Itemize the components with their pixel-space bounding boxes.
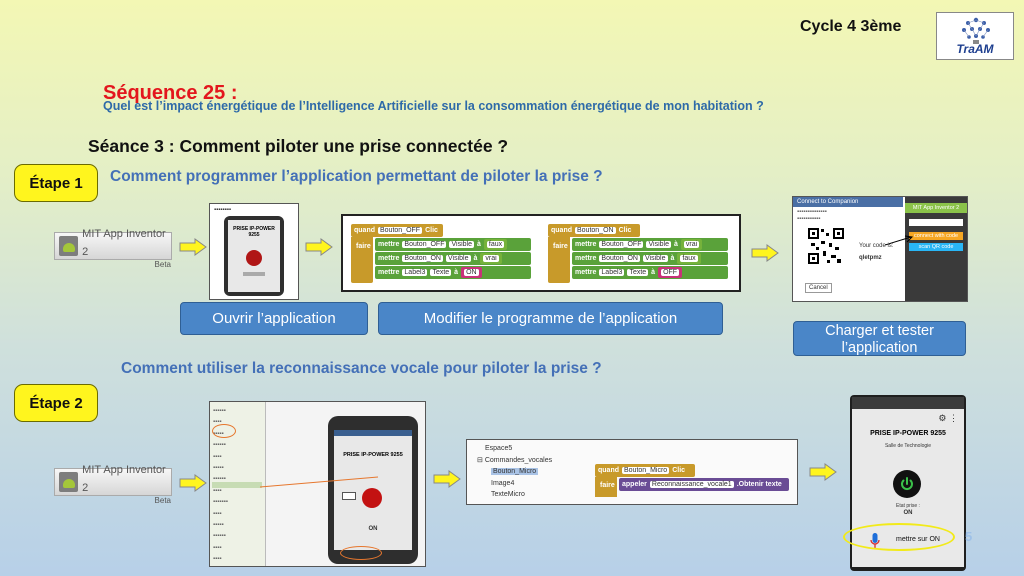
selected-component[interactable]: Bouton_Micro xyxy=(491,468,539,475)
settings-icon[interactable]: ⚙ ⋮ xyxy=(938,413,958,423)
highlight-ellipse xyxy=(843,523,955,551)
traam-logo: TraAM xyxy=(936,12,1014,60)
companion-phone: MIT App Inventor 2 connect with code sca… xyxy=(905,197,967,301)
components-and-blocks-panel[interactable]: Espace5 ⊟ Commandes_vocales Bouton_Micro… xyxy=(466,439,798,505)
lightbulb-network-icon xyxy=(962,17,990,44)
connect-with-code-button[interactable]: connect with code xyxy=(909,232,963,240)
step1-badge: Étape 1 xyxy=(14,164,98,202)
sequence-question: Quel est l’impact énergétique de l’Intel… xyxy=(103,99,764,113)
load-test-button[interactable]: Charger et tester l’application xyxy=(793,321,966,356)
app-screenshot-open[interactable]: ▪▪▪▪▪▪▪▪ PRISE IP-POWER 9255 xyxy=(209,203,299,300)
designer-screenshot[interactable]: ▪▪▪▪▪▪▪▪▪▪▪▪▪▪▪▪▪▪▪▪▪▪▪▪▪▪▪▪▪▪▪▪▪▪▪▪▪▪▪▪… xyxy=(209,401,426,567)
arrow-right-icon xyxy=(433,470,461,488)
arrow-right-icon xyxy=(751,244,779,262)
event-dropdown[interactable]: Bouton_ON xyxy=(575,227,616,234)
android-icon xyxy=(59,472,79,492)
sequence-title: Séquence 25 : xyxy=(103,82,238,104)
modify-program-button[interactable]: Modifier le programme de l’application xyxy=(378,302,723,335)
mit-label: MIT App Inventor 2 xyxy=(82,463,166,494)
companion-connect-panel[interactable]: Connect to Companion ▪▪▪▪▪▪▪▪▪▪▪▪▪▪▪▪▪▪▪… xyxy=(792,196,968,302)
component-tree: Espace5 ⊟ Commandes_vocales Bouton_Micro… xyxy=(477,445,553,498)
arrow-right-icon xyxy=(305,238,333,256)
open-app-button[interactable]: Ouvrir l’application xyxy=(180,302,368,335)
code-input[interactable] xyxy=(909,219,963,226)
power-button-icon[interactable] xyxy=(893,470,921,498)
qr-dialog: Connect to Companion ▪▪▪▪▪▪▪▪▪▪▪▪▪▪▪▪▪▪▪… xyxy=(793,197,903,301)
android-icon xyxy=(59,236,79,256)
power-button-icon[interactable] xyxy=(246,250,262,266)
logo-text: TraAM xyxy=(956,42,994,56)
slide-number: 5 xyxy=(965,529,973,544)
mit-beta: Beta xyxy=(154,495,171,505)
mit-beta: Beta xyxy=(154,259,171,269)
cancel-button[interactable]: Cancel xyxy=(805,283,832,293)
event-dropdown[interactable]: Bouton_OFF xyxy=(378,227,423,234)
arrow-right-icon xyxy=(179,474,207,492)
pointer-arrow-icon xyxy=(885,235,914,246)
arrow-right-icon xyxy=(809,463,837,481)
palette-panel: ▪▪▪▪▪▪▪▪▪▪▪▪▪▪▪▪▪▪▪▪▪▪▪▪▪▪▪▪▪▪▪▪▪▪▪▪▪▪▪▪… xyxy=(210,402,266,566)
mit-label: MIT App Inventor 2 xyxy=(82,227,166,258)
power-button-icon xyxy=(362,488,382,508)
cycle-label: Cycle 4 3ème xyxy=(800,18,902,35)
companion-code: qletpmz xyxy=(859,255,882,261)
step2-question: Comment utiliser la reconnaissance vocal… xyxy=(121,360,602,377)
qr-code-icon xyxy=(807,227,845,265)
scan-qr-button[interactable]: scan QR code xyxy=(909,243,963,251)
arrow-right-icon xyxy=(179,238,207,256)
mit-app-inventor-logo[interactable]: MIT App Inventor 2 Beta xyxy=(54,228,172,269)
seance-title: Séance 3 : Comment piloter une prise con… xyxy=(88,136,509,156)
designer-phone: PRISE IP-POWER 9255 ON xyxy=(328,416,418,564)
step1-question: Comment programmer l’application permett… xyxy=(110,168,603,185)
phone-title: PRISE IP-POWER 9255 xyxy=(233,226,275,238)
step2-badge: Étape 2 xyxy=(14,384,98,422)
mit-app-inventor-logo[interactable]: MIT App Inventor 2 Beta xyxy=(54,464,172,505)
